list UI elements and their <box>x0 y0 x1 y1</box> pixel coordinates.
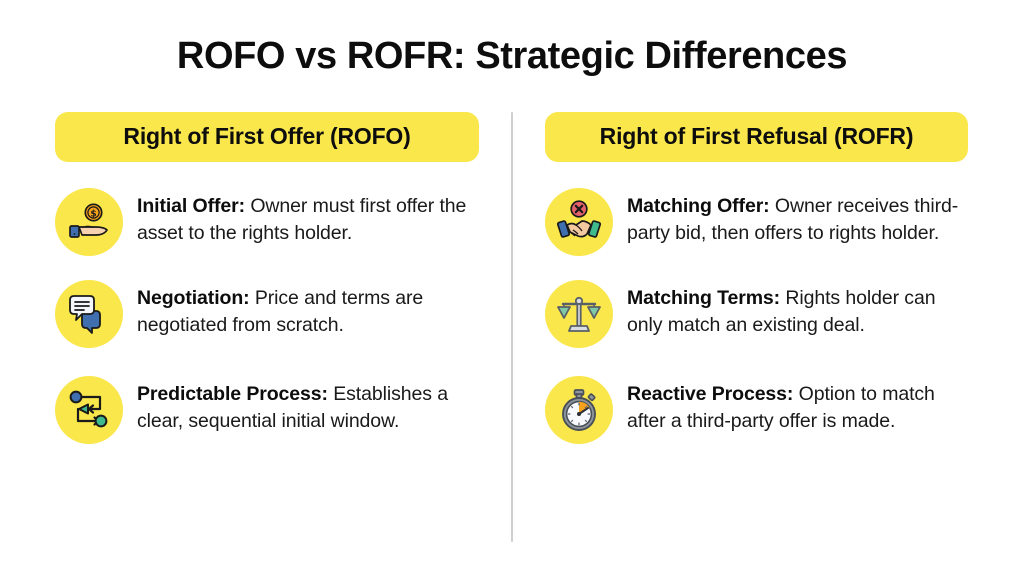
list-item-label: Matching Terms: <box>627 287 781 309</box>
list-item-label: Reactive Process: <box>627 383 794 405</box>
list-item: Negotiation: Price and terms are negotia… <box>55 280 485 348</box>
list-item-text: Reactive Process: Option to match after … <box>627 376 975 435</box>
item-list-rofo: $ Initial Offer: Owner must first offer … <box>55 188 485 444</box>
item-list-rofr: Matching Offer: Owner receives third-par… <box>545 188 975 444</box>
list-item: $ Initial Offer: Owner must first offer … <box>55 188 485 256</box>
list-item-body: Option to match after a third-party offe… <box>627 383 935 432</box>
page-title: ROFO vs ROFR: Strategic Differences <box>176 35 848 77</box>
list-item-text: Matching Offer: Owner receives third-par… <box>627 188 975 247</box>
list-item-text: Initial Offer: Owner must first offer th… <box>137 188 485 247</box>
column-divider <box>511 112 513 542</box>
hand-holding-coin-icon: $ <box>55 188 123 256</box>
svg-text:$: $ <box>90 210 96 220</box>
list-item: Matching Terms: Rights holder can only m… <box>545 280 975 348</box>
column-rofo: Right of First Offer (ROFO) $ <box>55 112 485 444</box>
list-item-body: Owner must first offer the asset to the … <box>137 195 467 244</box>
list-item-label: Initial Offer: <box>137 195 246 217</box>
list-item: Matching Offer: Owner receives third-par… <box>545 188 975 256</box>
column-heading-rofo: Right of First Offer (ROFO) <box>55 112 479 162</box>
column-rofr: Right of First Refusal (ROFR) <box>545 112 975 444</box>
list-item-text: Predictable Process: Establishes a clear… <box>137 376 485 435</box>
list-item: Reactive Process: Option to match after … <box>545 376 975 444</box>
list-item-label: Negotiation: <box>137 287 250 309</box>
speech-bubbles-icon <box>55 280 123 348</box>
process-flow-icon <box>55 376 123 444</box>
balance-scales-icon <box>545 280 613 348</box>
list-item-body: Rights holder can only match an existing… <box>627 287 936 336</box>
list-item-body: Establishes a clear, sequential initial … <box>137 383 448 432</box>
list-item-text: Matching Terms: Rights holder can only m… <box>627 280 975 339</box>
stopwatch-icon <box>545 376 613 444</box>
list-item-text: Negotiation: Price and terms are negotia… <box>137 280 485 339</box>
list-item-body: Owner receives third-party bid, then off… <box>627 195 959 244</box>
handshake-rejected-icon <box>545 188 613 256</box>
list-item-label: Matching Offer: <box>627 195 770 217</box>
list-item-label: Predictable Process: <box>137 383 328 405</box>
list-item-body: Price and terms are negotiated from scra… <box>137 287 424 336</box>
list-item: Predictable Process: Establishes a clear… <box>55 376 485 444</box>
column-heading-rofr: Right of First Refusal (ROFR) <box>545 112 968 162</box>
